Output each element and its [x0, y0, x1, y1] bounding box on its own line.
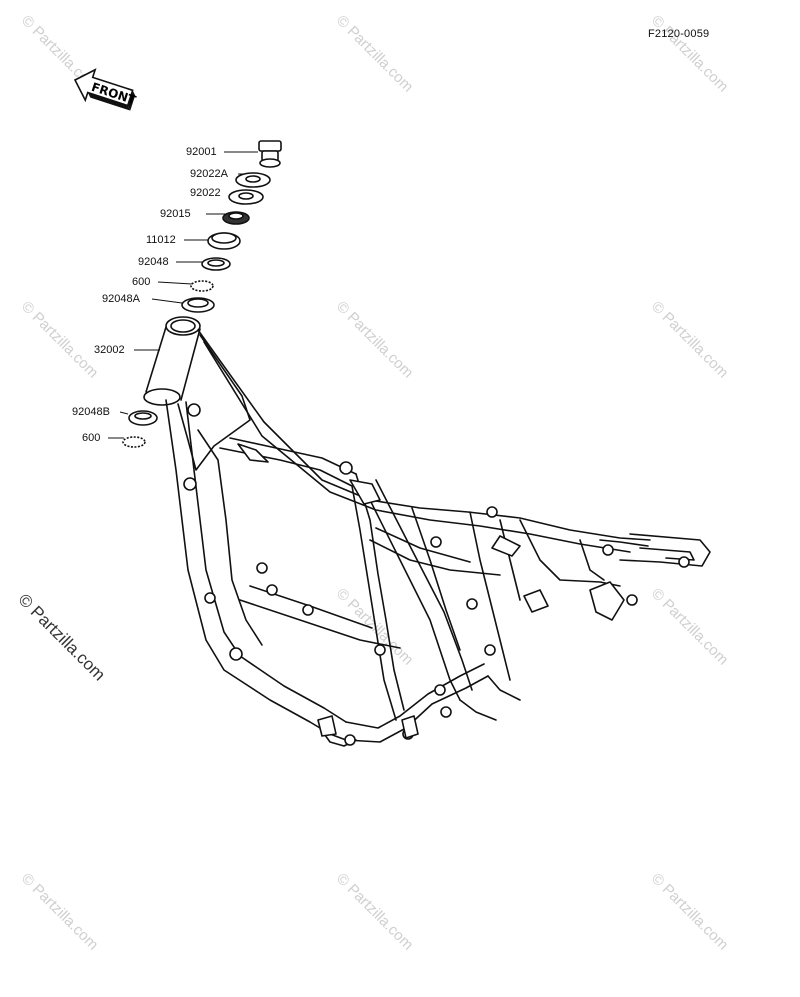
- callout-600-lower: 600: [82, 432, 101, 444]
- steering-stem-parts: [122, 140, 282, 448]
- callout-92015: 92015: [160, 208, 191, 220]
- callout-92022A: 92022A: [190, 168, 228, 180]
- callout-32002: 32002: [94, 344, 125, 356]
- figure-id: F2120-0059: [648, 28, 710, 40]
- callout-92048B: 92048B: [72, 406, 110, 418]
- stem-nut: [258, 140, 282, 168]
- front-arrow: FRONT: [73, 68, 138, 111]
- callout-92048A: 92048A: [102, 293, 140, 305]
- callout-92022: 92022: [190, 187, 221, 199]
- callout-600: 600: [132, 276, 151, 288]
- callout-92001: 92001: [186, 146, 217, 158]
- motorcycle-frame: [143, 316, 711, 747]
- callout-92048: 92048: [138, 256, 169, 268]
- callout-11012: 11012: [146, 234, 176, 246]
